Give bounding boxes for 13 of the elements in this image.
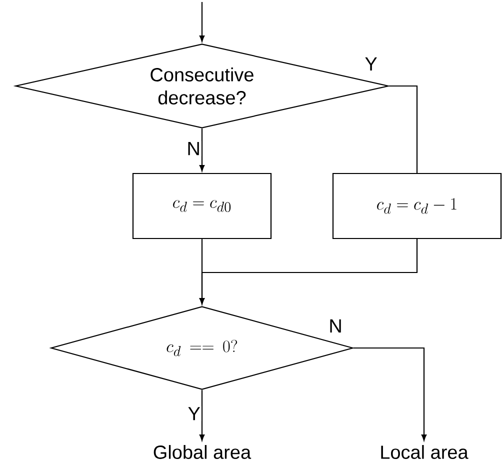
edge-label: Y (364, 56, 378, 72)
arrow (199, 390, 205, 441)
terminal-label: Global area (154, 445, 252, 459)
edge-label: Y (186, 406, 202, 422)
terminal-label: Local area (381, 445, 468, 459)
process-box: $c_d = c_{d0}$ (132, 172, 272, 240)
process-box: $c_d = c_d - 1$ (332, 172, 502, 240)
arrow (199, 2, 205, 42)
edge-label: N (186, 141, 202, 156)
arrow (199, 128, 205, 172)
arrow (199, 239, 418, 304)
edge-label: N (328, 318, 344, 334)
arrow (354, 347, 427, 441)
